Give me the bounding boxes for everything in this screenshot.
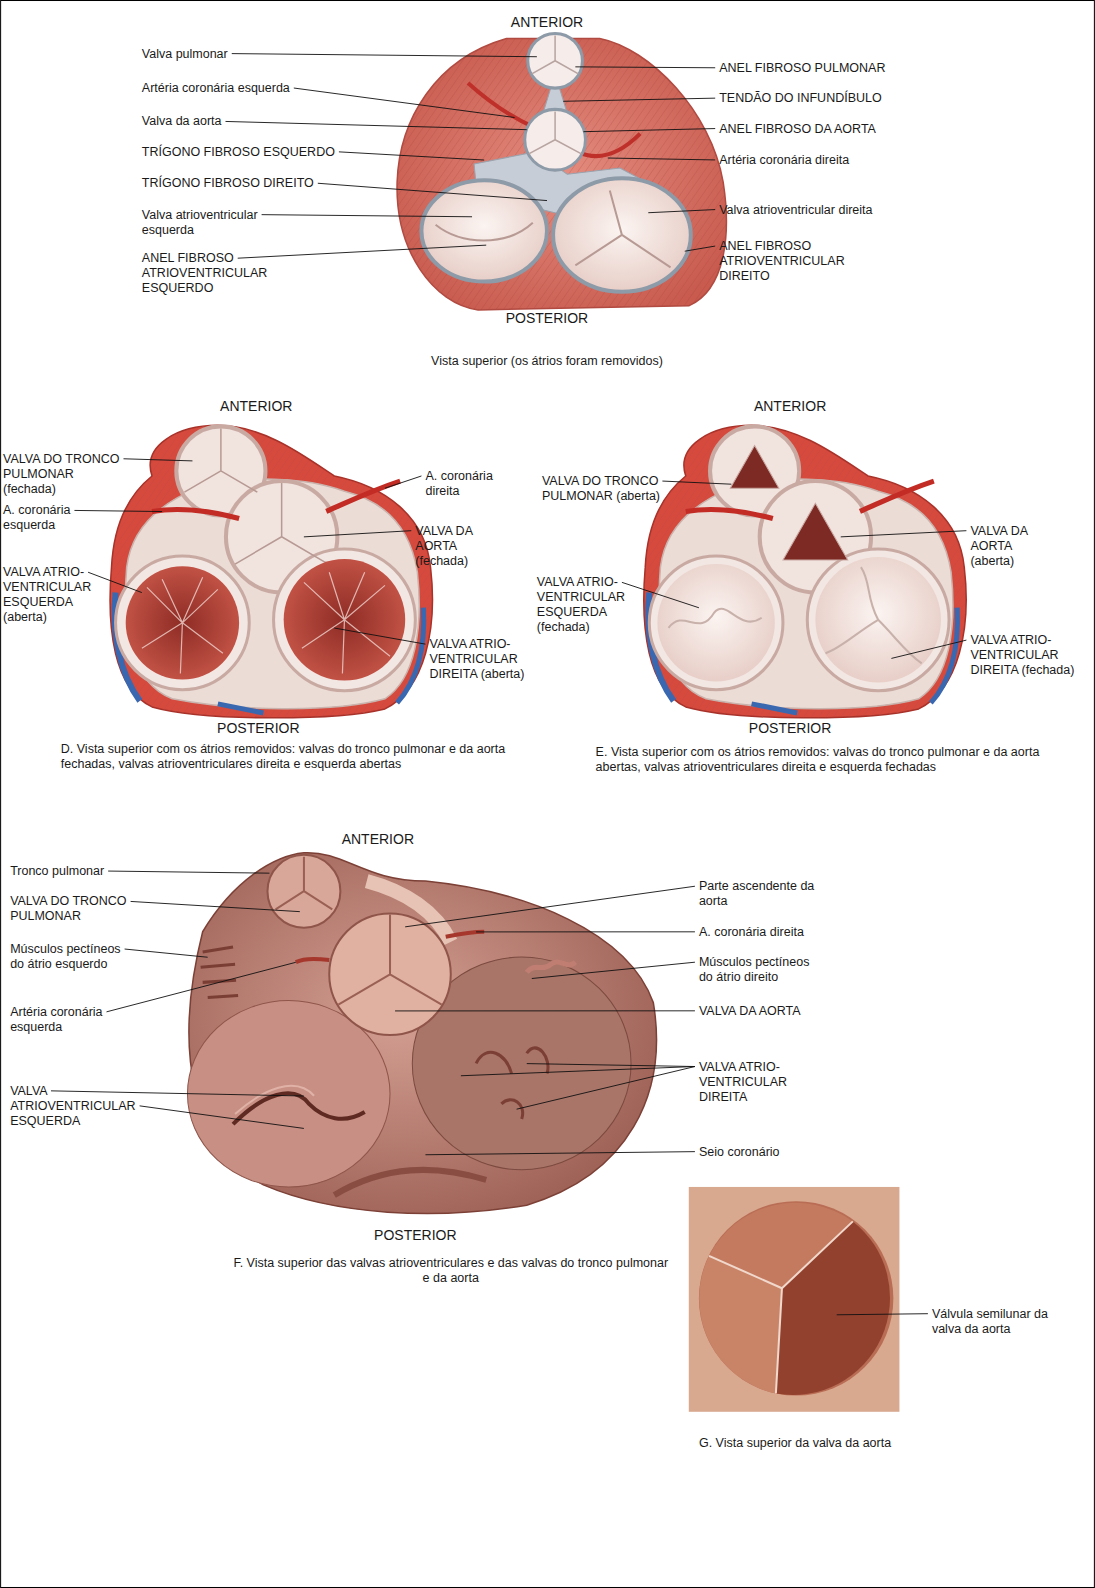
leader-line bbox=[385, 476, 422, 488]
part-label: VALVA DA AORTA (fechada) bbox=[415, 524, 496, 569]
leader-line bbox=[125, 949, 208, 957]
orientation-label: POSTERIOR bbox=[217, 720, 299, 737]
orientation-label: ANTERIOR bbox=[754, 398, 826, 415]
part-label: VALVA ATRIO- VENTRICULAR ESQUERDA (fecha… bbox=[537, 575, 642, 635]
orientation-label: ANTERIOR bbox=[511, 14, 583, 31]
leader-line bbox=[131, 901, 300, 911]
orientation-label: ANTERIOR bbox=[220, 398, 292, 415]
leader-line bbox=[425, 1152, 694, 1155]
part-label: Parte ascendente da aorta bbox=[699, 879, 831, 909]
part-label: ANEL FIBROSO ATRIOVENTRICULAR DIREITO bbox=[719, 239, 871, 284]
part-label: VALVA ATRIOVENTRICULAR ESQUERDA bbox=[10, 1084, 142, 1129]
part-label: Válvula semilunar da valva da aorta bbox=[932, 1307, 1059, 1337]
leader-line bbox=[107, 962, 296, 1012]
part-label: Valva da aorta bbox=[142, 114, 222, 129]
part-label: Músculos pectíneos do átrio esquerdo bbox=[10, 942, 134, 972]
part-label: VALVA DO TRONCO PULMONAR bbox=[10, 894, 142, 924]
leader-line bbox=[108, 871, 269, 873]
part-label: Artéria coronária esquerda bbox=[10, 1005, 134, 1035]
part-label: A. coronária direita bbox=[699, 925, 804, 940]
leader-line bbox=[395, 1010, 695, 1011]
leader-line bbox=[527, 1064, 695, 1067]
leader-line bbox=[334, 628, 425, 644]
part-label: ANEL FIBROSO PULMONAR bbox=[719, 61, 885, 76]
orientation-label: POSTERIOR bbox=[374, 1227, 456, 1244]
leader-line bbox=[318, 183, 547, 200]
part-label: Tronco pulmonar bbox=[10, 864, 104, 879]
part-label: VALVA DO TRONCO PULMONAR (fechada) bbox=[3, 452, 123, 497]
leader-line bbox=[226, 121, 527, 129]
part-label: VALVA ATRIO- VENTRICULAR DIREITA (fechad… bbox=[970, 633, 1075, 678]
leader-line bbox=[232, 54, 537, 57]
leader-line bbox=[841, 531, 967, 537]
figure-caption: E. Vista superior com os átrios removido… bbox=[596, 745, 1052, 775]
part-label: Valva atrioventricular direita bbox=[719, 203, 872, 218]
part-label: VALVA DA AORTA bbox=[699, 1004, 801, 1019]
part-label: Artéria coronária direita bbox=[719, 153, 849, 168]
leader-line bbox=[517, 1067, 695, 1110]
leader-line bbox=[262, 215, 472, 217]
part-label: ANEL FIBROSO ATRIOVENTRICULAR ESQUERDO bbox=[142, 251, 294, 296]
leader-line bbox=[461, 1067, 695, 1076]
figure-caption: Vista superior (os átrios foram removido… bbox=[431, 354, 663, 369]
leader-line bbox=[608, 158, 715, 160]
part-label: Valva atrioventricular esquerda bbox=[142, 208, 304, 238]
leader-line bbox=[238, 245, 486, 258]
part-label: ANEL FIBROSO DA AORTA bbox=[719, 122, 876, 137]
part-label: TENDÃO DO INFUNDÍBULO bbox=[719, 91, 882, 106]
leader-line bbox=[662, 481, 731, 484]
part-label: VALVA ATRIO- VENTRICULAR DIREITA (aberta… bbox=[429, 637, 534, 682]
figure-caption: G. Vista superior da valva da aorta bbox=[699, 1436, 891, 1451]
part-label: VALVA ATRIO- VENTRICULAR DIREITA bbox=[699, 1060, 804, 1105]
orientation-label: POSTERIOR bbox=[749, 720, 831, 737]
part-label: A. coronária esquerda bbox=[3, 503, 92, 533]
leader-line bbox=[583, 129, 715, 132]
leader-line bbox=[88, 572, 142, 592]
part-label: A. coronária direita bbox=[425, 469, 514, 499]
part-label: VALVA ATRIO- VENTRICULAR ESQUERDA (abert… bbox=[3, 565, 108, 625]
part-label: TRÍGONO FIBROSO DIREITO bbox=[142, 176, 314, 191]
leader-line bbox=[294, 88, 515, 117]
leader-line bbox=[648, 210, 715, 213]
leader-line bbox=[837, 1314, 928, 1315]
leader-line bbox=[563, 98, 715, 101]
leader-line bbox=[51, 1091, 304, 1096]
part-label: Valva pulmonar bbox=[142, 47, 228, 62]
orientation-label: POSTERIOR bbox=[506, 310, 588, 327]
part-label: Músculos pectíneos do átrio direito bbox=[699, 955, 823, 985]
leader-line bbox=[140, 1106, 304, 1129]
part-label: VALVA DA AORTA (aberta) bbox=[970, 524, 1051, 569]
part-label: Seio coronário bbox=[699, 1145, 780, 1160]
figure-caption: F. Vista superior das valvas atrioventri… bbox=[233, 1256, 669, 1286]
part-label: TRÍGONO FIBROSO ESQUERDO bbox=[142, 145, 335, 160]
leader-line bbox=[304, 531, 411, 537]
part-label: Artéria coronária esquerda bbox=[142, 81, 290, 96]
leader-line bbox=[575, 66, 715, 68]
leader-line bbox=[405, 886, 695, 927]
leader-line bbox=[339, 152, 484, 160]
orientation-label: ANTERIOR bbox=[342, 831, 414, 848]
leader-line bbox=[622, 582, 699, 607]
leader-line bbox=[476, 931, 695, 932]
leader-line bbox=[891, 640, 966, 658]
leader-line bbox=[685, 246, 715, 251]
leader-line bbox=[124, 459, 193, 461]
part-label: VALVA DO TRONCO PULMONAR (aberta) bbox=[542, 474, 662, 504]
leader-line bbox=[74, 510, 162, 511]
figure-caption: D. Vista superior com os átrios removido… bbox=[61, 742, 537, 772]
leader-line bbox=[532, 962, 695, 978]
